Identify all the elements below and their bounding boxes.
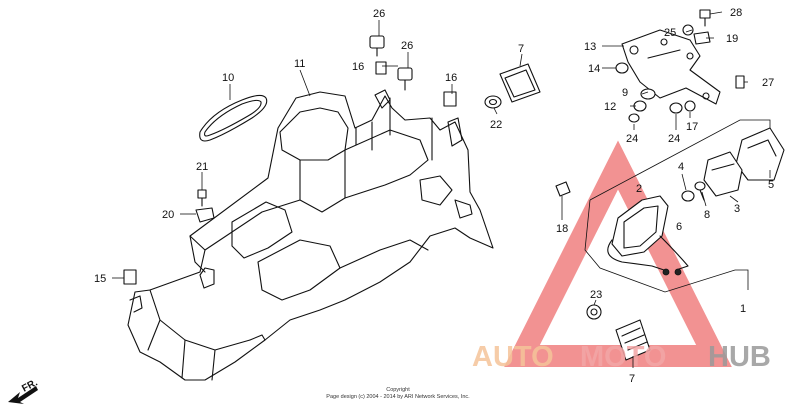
reflector-top-drawing bbox=[499, 63, 541, 103]
taillight-assembly-drawing bbox=[584, 119, 785, 293]
part-label-2: 2 bbox=[636, 183, 642, 195]
inner-fender-drawing bbox=[127, 89, 494, 381]
part-label-20: 20 bbox=[162, 209, 174, 221]
part-label-26b: 26 bbox=[401, 40, 413, 52]
part-label-9: 9 bbox=[622, 87, 628, 99]
front-direction-label: FR. bbox=[20, 377, 40, 394]
part-label-27: 27 bbox=[762, 77, 774, 89]
part-label-14: 14 bbox=[588, 63, 600, 75]
part-number-labels: 26 26 16 16 7 11 10 22 21 20 15 13 14 9 … bbox=[94, 7, 774, 385]
reflector-bottom-drawing bbox=[615, 319, 651, 361]
part-label-4: 4 bbox=[678, 161, 684, 173]
watermark-hub: HUB bbox=[708, 341, 771, 373]
watermark-logo bbox=[504, 140, 732, 367]
part-label-24: 24 bbox=[626, 133, 638, 145]
part-label-23: 23 bbox=[590, 289, 602, 301]
watermark-text: AUTO MOTO HUB bbox=[472, 341, 771, 373]
license-bracket-drawing bbox=[621, 29, 721, 105]
copyright-line-1: Copyright bbox=[386, 387, 410, 393]
part-label-8: 8 bbox=[704, 209, 710, 221]
part-label-1: 1 bbox=[740, 303, 746, 315]
part-label-21: 21 bbox=[196, 161, 208, 173]
part-label-10: 10 bbox=[222, 72, 234, 84]
watermark-moto: MOTO bbox=[580, 341, 666, 373]
part-label-7b: 7 bbox=[629, 373, 635, 385]
fasteners-drawing bbox=[123, 35, 602, 320]
part-label-18: 18 bbox=[556, 223, 568, 235]
rubber-band-drawing bbox=[199, 94, 268, 142]
part-label-13: 13 bbox=[584, 41, 596, 53]
part-label-11: 11 bbox=[294, 58, 305, 70]
part-label-15: 15 bbox=[94, 273, 106, 285]
part-label-22: 22 bbox=[490, 119, 502, 131]
part-label-5: 5 bbox=[768, 179, 774, 191]
part-label-12: 12 bbox=[604, 101, 616, 113]
front-direction-arrow bbox=[8, 386, 38, 404]
part-label-16: 16 bbox=[352, 61, 364, 73]
part-label-19: 19 bbox=[726, 33, 738, 45]
part-label-7: 7 bbox=[518, 43, 524, 55]
copyright-line-2: Page design (c) 2004 - 2014 by ARI Netwo… bbox=[326, 394, 470, 400]
part-label-26: 26 bbox=[373, 8, 385, 20]
part-label-16b: 16 bbox=[445, 72, 457, 84]
part-label-17: 17 bbox=[686, 121, 698, 133]
watermark-auto: AUTO bbox=[472, 341, 554, 373]
bracket-hardware-drawing bbox=[615, 9, 745, 123]
part-label-28: 28 bbox=[730, 7, 742, 19]
part-label-3: 3 bbox=[734, 203, 740, 215]
part-label-6: 6 bbox=[676, 221, 682, 233]
leader-lines bbox=[112, 11, 771, 368]
part-label-24b: 24 bbox=[668, 133, 680, 145]
part-label-25: 25 bbox=[664, 27, 676, 39]
